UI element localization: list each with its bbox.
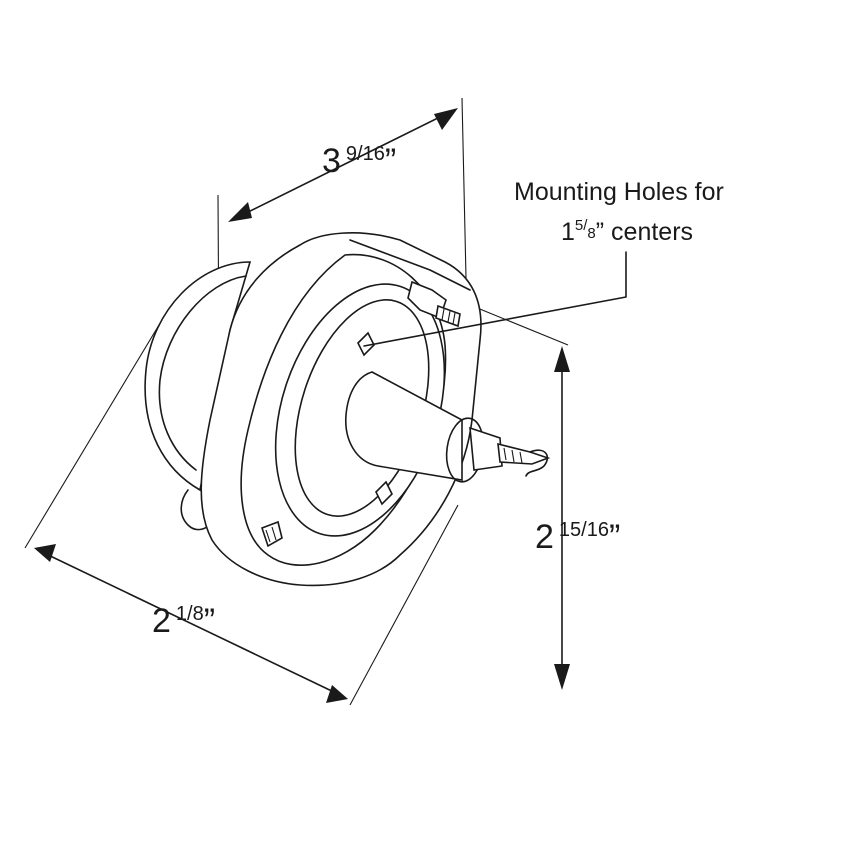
mounting-hole-upper [357, 331, 375, 357]
mounting-stud-upper [407, 280, 461, 328]
dome-highlight [158, 275, 247, 471]
depth-dimension-line [228, 108, 458, 222]
terminal [469, 426, 551, 477]
dome-lens [144, 261, 252, 492]
lamp-body [144, 232, 551, 587]
callout-leader-line [363, 251, 627, 347]
extension-line-right [349, 504, 459, 706]
mounting-stud-lower [260, 520, 283, 548]
extension-line-top [469, 304, 569, 346]
width-dimension-line [34, 544, 348, 703]
height-dimension-line [554, 346, 570, 690]
callout-spacing: 15/8” centers [561, 217, 693, 246]
extension-line-left [24, 314, 166, 549]
extension-line-front [461, 97, 467, 279]
callout-title: Mounting Holes for [514, 178, 724, 206]
mounting-hole-lower [375, 480, 393, 506]
flange-top-edge [349, 239, 471, 291]
